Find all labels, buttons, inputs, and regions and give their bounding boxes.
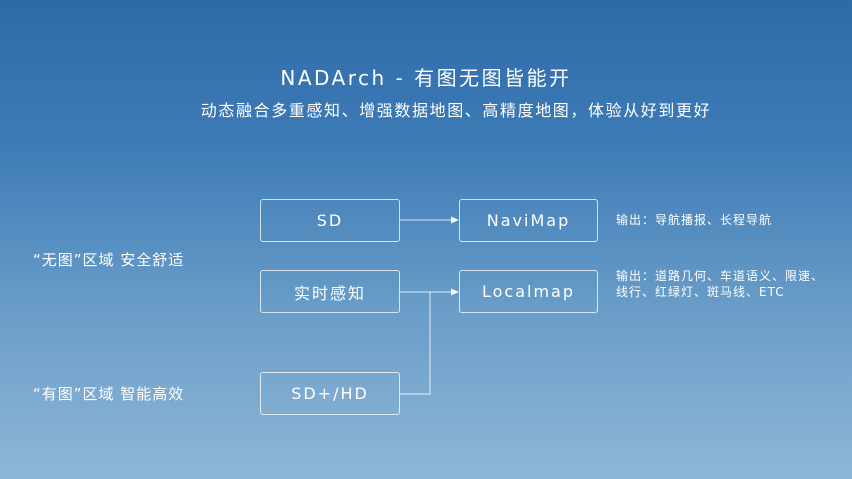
input-label-sd: SD <box>316 211 344 230</box>
slide-subtitle: 动态融合多重感知、增强数据地图、高精度地图，体验从好到更好 <box>200 101 712 120</box>
region-label-with-map: “有图”区域 智能高效 <box>33 385 185 403</box>
region-label-no-map: “无图”区域 安全舒适 <box>33 251 185 269</box>
arrowhead-navimap <box>451 216 459 224</box>
arrow-sdhd-to-localmap <box>400 292 431 395</box>
navimap-output-description: 输出：导航播报、长程导航 <box>616 213 773 227</box>
input-box-realtime-perception: 实时感知 <box>260 270 400 313</box>
output-label-navimap: NaviMap <box>486 211 571 230</box>
localmap-output-description: 输出：道路几何、车道语义、限速、线行、红绿灯、斑马线、ETC <box>616 269 825 299</box>
input-label-realtime: 实时感知 <box>293 283 366 303</box>
arrowhead-localmap <box>451 288 459 296</box>
input-box-sd: SD <box>260 199 400 242</box>
output-label-localmap: Localmap <box>481 282 575 301</box>
input-box-sd-hd: SD+/HD <box>260 372 400 415</box>
slide-title: NADArch - 有图无图皆能开 <box>280 66 572 90</box>
input-label-sd-hd: SD+/HD <box>291 384 369 403</box>
output-box-localmap: Localmap <box>459 270 598 313</box>
output-box-navimap: NaviMap <box>459 199 598 242</box>
